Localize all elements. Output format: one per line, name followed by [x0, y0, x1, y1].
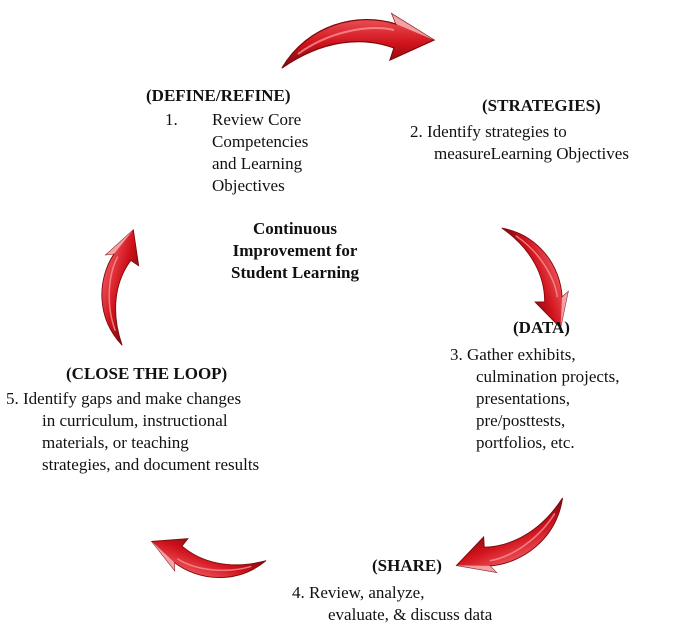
- data-line: portfolios, etc.: [476, 433, 575, 452]
- center-line: Improvement for: [232, 241, 358, 260]
- strategies-text: 2. Identify strategies to measureLearnin…: [410, 121, 629, 165]
- close-line: 5. Identify gaps and make changes: [6, 389, 242, 408]
- share-text: 4. Review, analyze, evaluate, & discuss …: [292, 582, 492, 626]
- define-line: Objectives: [212, 176, 285, 195]
- curved-arrow-icon: [442, 489, 585, 593]
- strategies-heading: (STRATEGIES): [482, 96, 601, 115]
- data-line: culmination projects,: [476, 367, 620, 386]
- share-line: evaluate, & discuss data: [328, 605, 493, 624]
- data-line: 3. Gather exhibits,: [450, 345, 576, 364]
- share-heading: (SHARE): [372, 556, 442, 575]
- data-line: presentations,: [476, 389, 570, 408]
- define-line: Review Core: [212, 110, 302, 129]
- define-text: Review Core Competencies and Learning Ob…: [212, 109, 308, 197]
- center-line: Continuous: [252, 219, 338, 238]
- share-line: 4. Review, analyze,: [292, 583, 425, 602]
- close-heading: (CLOSE THE LOOP): [66, 364, 228, 383]
- define-heading: (DEFINE/REFINE): [146, 86, 291, 105]
- close-line: materials, or teaching: [42, 433, 189, 452]
- curved-arrow-icon: [139, 512, 272, 608]
- curved-arrow-icon: [72, 219, 165, 351]
- data-line: pre/posttests,: [476, 411, 566, 430]
- close-text: 5. Identify gaps and make changes in cur…: [6, 388, 259, 476]
- strategies-line: 2. Identify strategies to: [410, 122, 567, 141]
- center-line: Student Learning: [231, 263, 359, 282]
- strategies-line: measureLearning Objectives: [434, 144, 629, 163]
- close-line: in curriculum, instructional: [42, 411, 228, 430]
- close-line: strategies, and document results: [42, 455, 260, 474]
- data-text: 3. Gather exhibits, culmination projects…: [450, 344, 620, 454]
- curved-arrow-icon: [278, 6, 438, 76]
- center-title: Continuous Improvement for Student Learn…: [210, 218, 380, 284]
- data-heading: (DATA): [513, 318, 570, 337]
- define-line: and Learning: [212, 154, 303, 173]
- define-number: 1.: [165, 110, 178, 129]
- define-line: Competencies: [212, 132, 309, 151]
